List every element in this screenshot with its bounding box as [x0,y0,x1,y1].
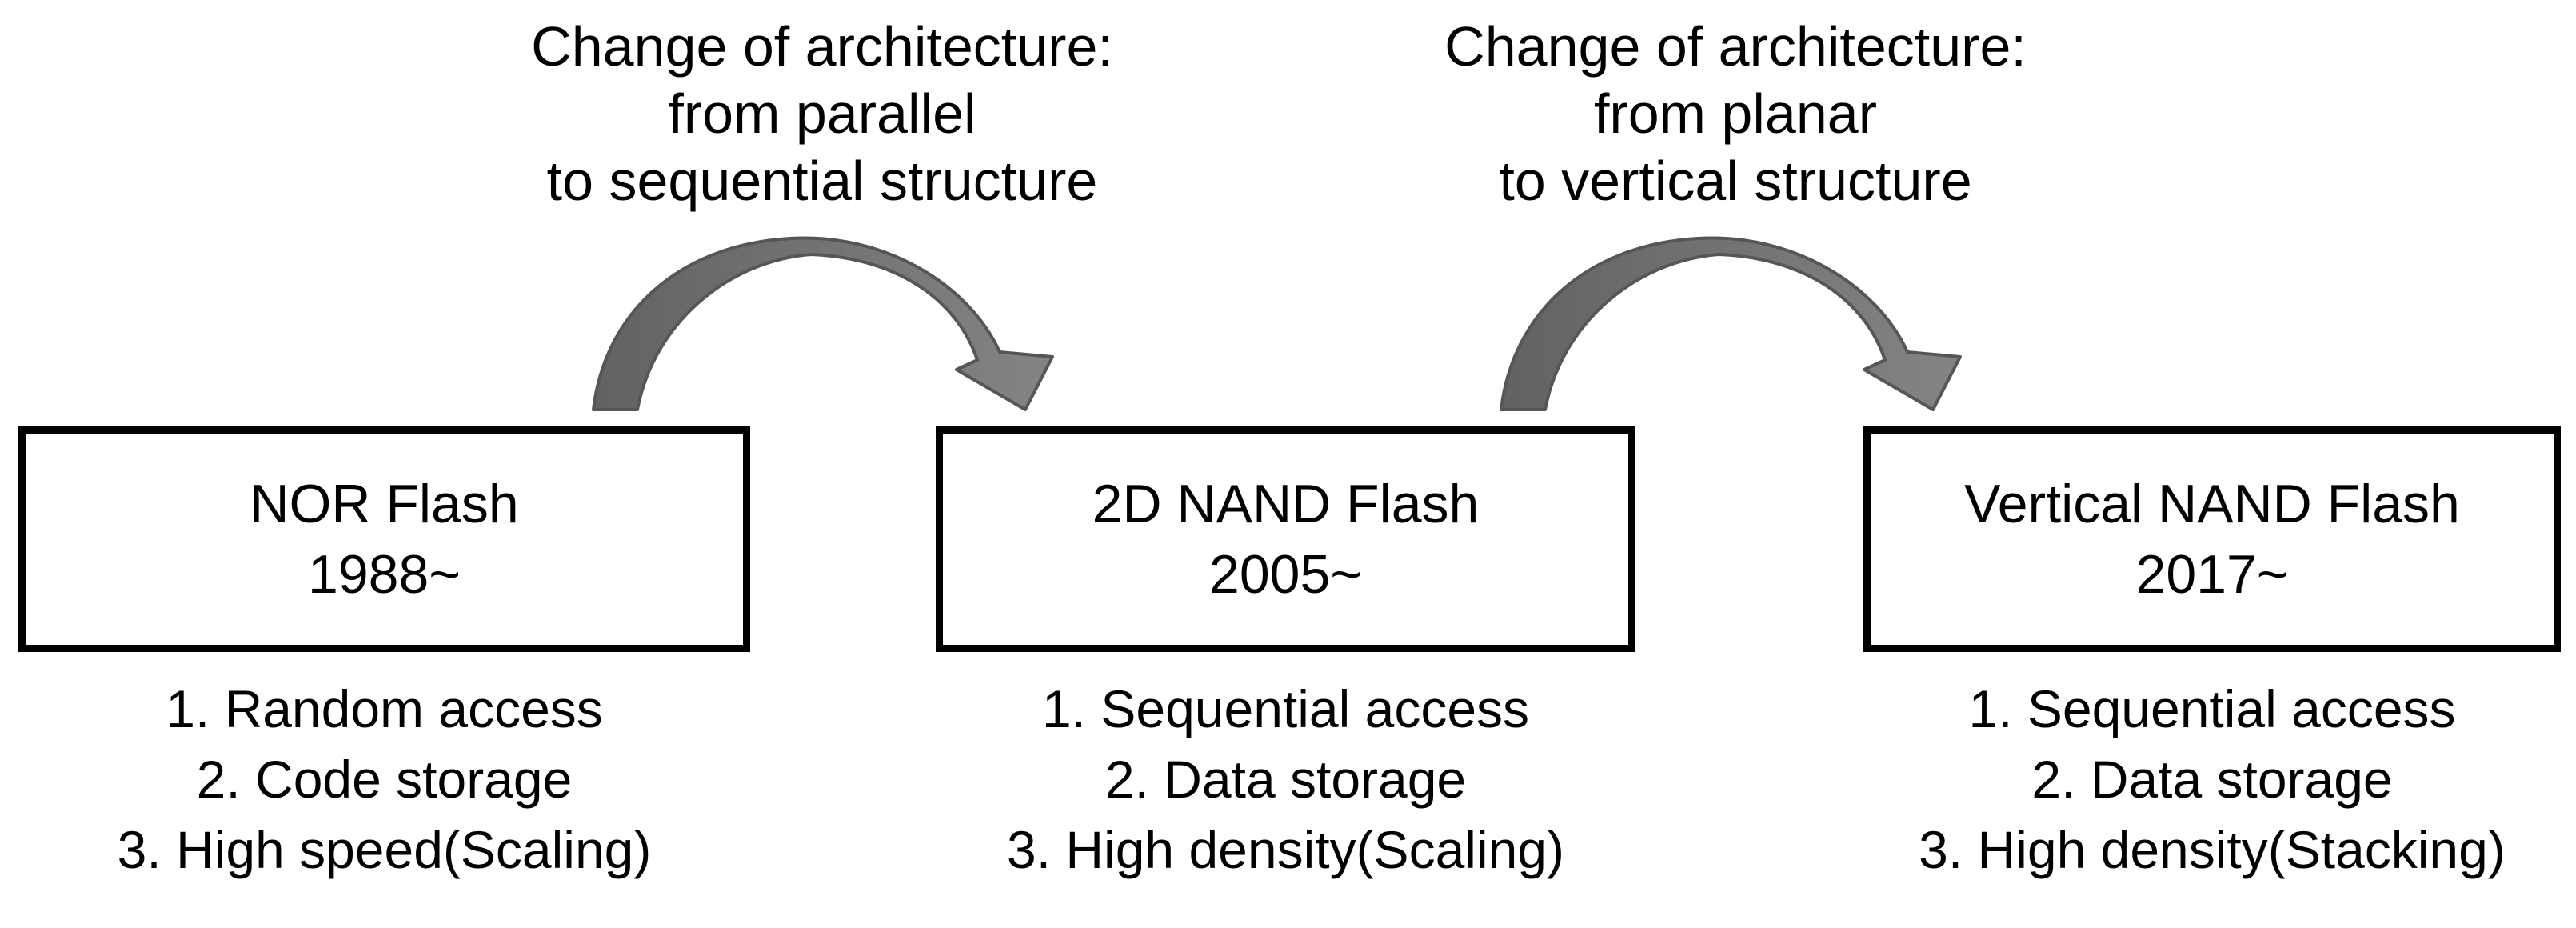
feature-item: 3. High speed(Scaling) [117,820,652,879]
annotation-line: to vertical structure [1499,150,1972,212]
stage-period: 1988~ [308,544,461,605]
stage-box-2d-nand-flash: 2D NAND Flash 2005~ [936,426,1635,652]
annotation-line: Change of architecture: [1444,15,2027,78]
annotation-line: from planar [1593,82,1878,145]
annotation-line: to sequential structure [546,150,1098,212]
feature-list-nor-flash: 1. Random access 2. Code storage 3. High… [18,674,750,885]
stage-title: NOR Flash [250,474,519,534]
feature-item: 2. Data storage [2031,750,2393,809]
feature-list-vertical-nand-flash: 1. Sequential access 2. Data storage 3. … [1863,674,2561,885]
feature-item: 3. High density(Scaling) [1007,820,1564,879]
feature-item: 1. Sequential access [1041,679,1530,738]
stage-box-nor-flash: NOR Flash 1988~ [18,426,750,652]
annotation-parallel-to-sequential: Change of architecture: from parallel to… [342,13,1302,214]
stage-title: Vertical NAND Flash [1964,474,2460,534]
stage-box-vertical-nand-flash: Vertical NAND Flash 2017~ [1863,426,2561,652]
feature-item: 1. Random access [166,679,603,738]
annotation-line: from parallel [668,82,976,145]
curved-arrow-parallel-to-sequential [592,236,1054,411]
annotation-line: Change of architecture: [531,15,1113,78]
stage-period: 2017~ [2135,544,2289,605]
annotation-planar-to-vertical: Change of architecture: from planar to v… [1256,13,2215,214]
feature-item: 3. High density(Stacking) [1919,820,2506,879]
feature-list-2d-nand-flash: 1. Sequential access 2. Data storage 3. … [936,674,1635,885]
feature-item: 2. Code storage [196,750,573,809]
feature-item: 1. Sequential access [1968,679,2456,738]
stage-period: 2005~ [1209,544,1362,605]
stage-title: 2D NAND Flash [1092,474,1480,534]
feature-item: 2. Data storage [1104,750,1467,809]
curved-arrow-planar-to-vertical [1500,236,1962,411]
